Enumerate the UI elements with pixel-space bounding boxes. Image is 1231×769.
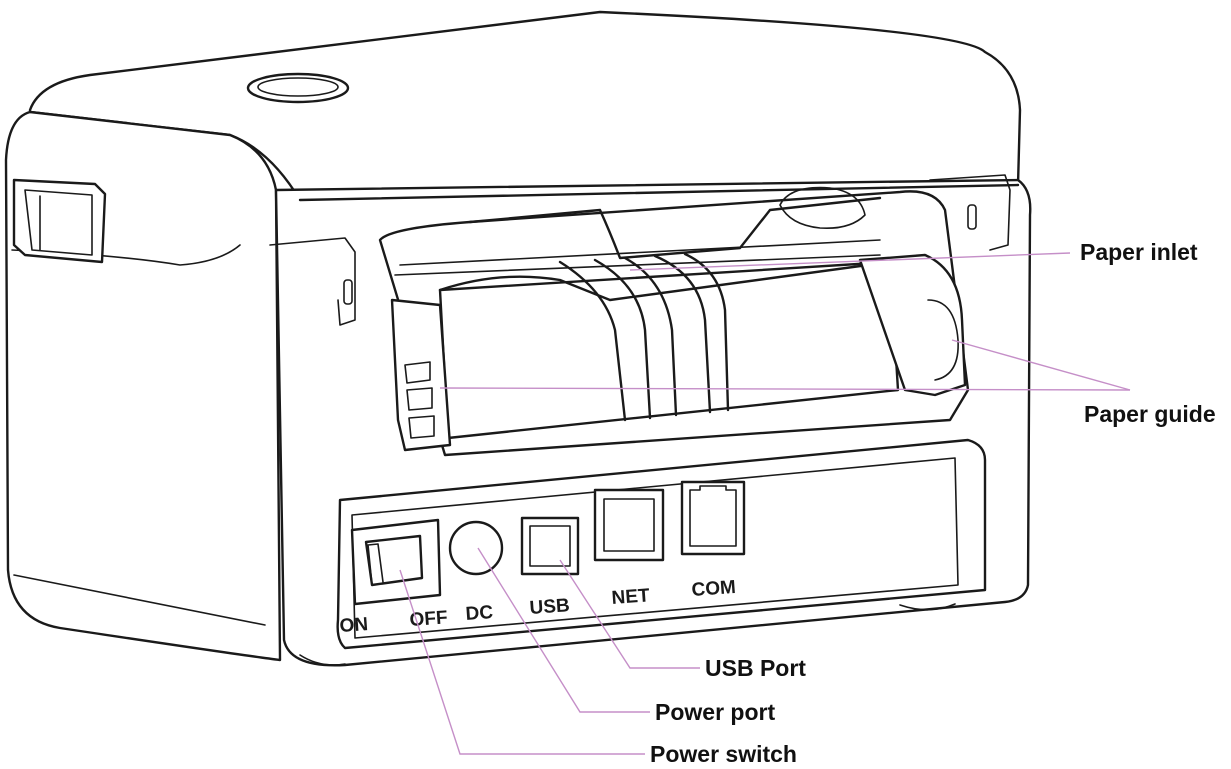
callout-usb-port: USB Port [705,655,806,681]
com-port-socket[interactable] [680,480,746,556]
paper-band-2 [593,258,652,420]
label-off: OFF [409,607,448,631]
printer-body [4,10,1032,667]
net-port-socket[interactable] [593,488,665,562]
left-guide-slots [404,361,435,439]
foot-left [299,654,346,666]
callout-power-port: Power port [655,699,775,725]
callout-paper-guide: Paper guide [1084,401,1216,427]
left-side-lower-line [13,574,266,626]
leader-paper-inlet [629,252,1071,271]
port-labels: ON OFF DC USB NET COM [339,577,737,637]
shell-rim [269,237,356,326]
side-latch [12,178,107,264]
left-paper-guide [390,298,452,452]
top-lid [28,10,1022,202]
label-dc: DC [465,602,494,625]
leader-power-switch [399,569,645,755]
usb-port-inner [529,525,571,567]
top-roller [468,196,882,260]
paper-band-1 [558,260,627,422]
callouts: Paper inlet Paper guide USB Port Power p… [650,239,1216,767]
paper-band-4 [653,254,712,414]
net-port-inner [603,498,655,552]
power-switch-rocker-edge [367,543,384,586]
usb-port-socket[interactable] [520,516,580,576]
paper-roll-top [438,260,892,302]
shell-upper-edge [298,183,1020,202]
side-latch-inner [24,189,93,256]
leader-paper-guide-right [951,339,1131,391]
label-com: COM [691,577,737,601]
left-slot [343,279,353,305]
ports [350,480,746,606]
dc-jack[interactable] [448,520,504,576]
shell-rim-right [929,174,1011,251]
paper-band-3 [623,256,678,417]
top-button-outer [246,72,350,104]
label-net: NET [611,585,651,609]
right-guide-detail [927,299,959,381]
leader-usb-port [559,559,700,669]
right-slot [967,204,977,230]
callout-paper-inlet: Paper inlet [1080,239,1198,265]
top-button-inner [257,77,339,97]
top-roller-detail [779,186,866,230]
label-on: ON [339,614,369,637]
leader-power-port [477,547,650,713]
callout-power-switch: Power switch [650,741,797,767]
leader-lines [399,252,1131,755]
power-switch-rocker[interactable] [364,534,424,587]
leader-paper-guide-left [439,387,1131,391]
paper-band-5 [683,252,730,412]
label-usb: USB [529,595,570,619]
com-port-inner [689,485,737,547]
foot-right [899,603,956,611]
